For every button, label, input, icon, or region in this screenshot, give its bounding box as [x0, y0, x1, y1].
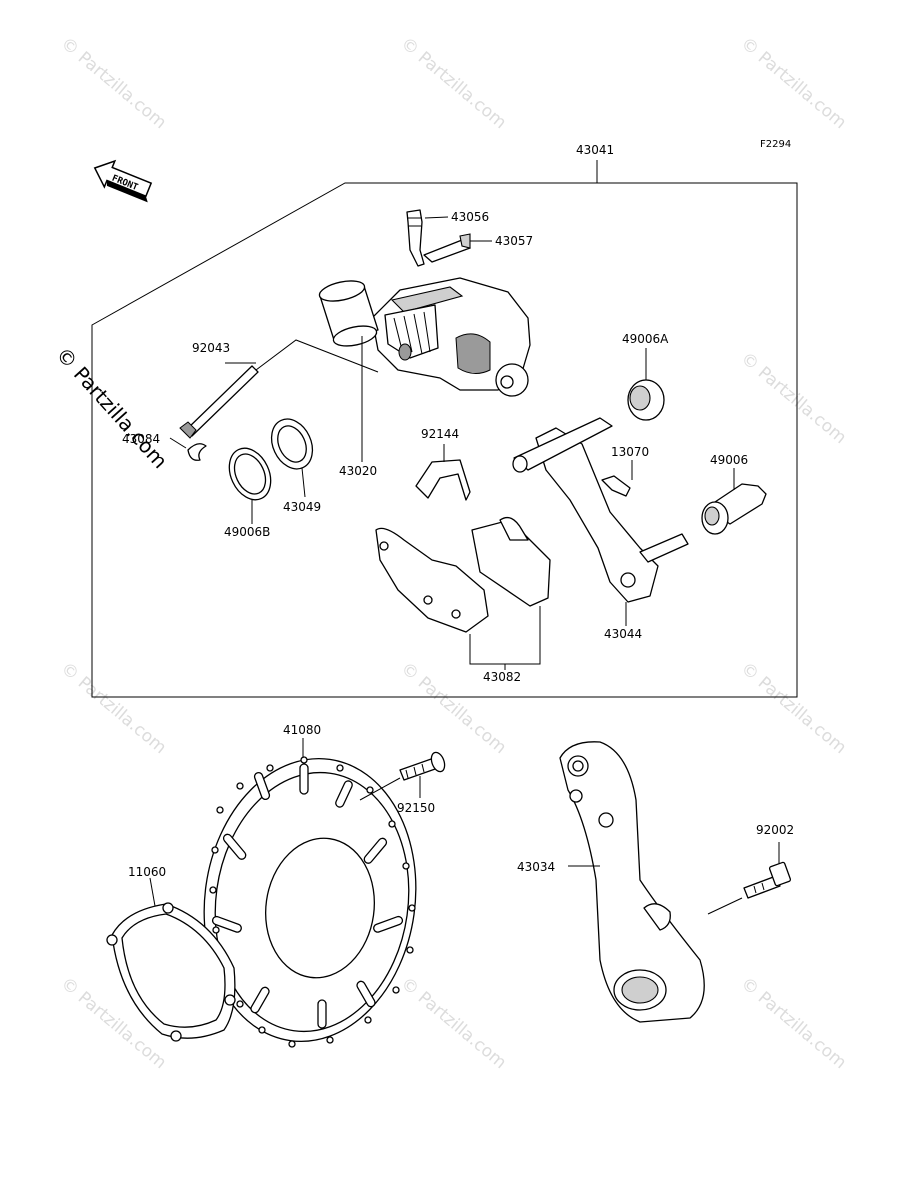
watermark-dark: © Partzilla.com — [51, 342, 172, 473]
piston — [318, 280, 379, 462]
watermark: © Partzilla.com — [397, 974, 510, 1074]
watermark: © Partzilla.com — [737, 659, 850, 759]
watermark: © Partzilla.com — [57, 659, 170, 759]
mounting-bracket — [559, 741, 705, 1023]
caliper-bracket — [512, 417, 689, 626]
caliper-body — [371, 277, 531, 397]
watermark: © Partzilla.com — [737, 34, 850, 134]
front-arrow-icon: FRONT — [93, 159, 153, 203]
callout-49006A[interactable]: 49006A — [622, 332, 669, 346]
callout-43041[interactable]: 43041 — [576, 143, 614, 157]
slide-pin — [179, 339, 379, 439]
callout-43056[interactable]: 43056 — [451, 210, 489, 224]
callout-43084[interactable]: 43084 — [122, 432, 160, 446]
callout-43057[interactable]: 43057 — [495, 234, 533, 248]
callout-43049[interactable]: 43049 — [283, 500, 321, 514]
watermark: © Partzilla.com — [397, 34, 510, 134]
watermark: © Partzilla.com — [57, 34, 170, 134]
dust-seal — [228, 447, 272, 524]
watermark: © Partzilla.com — [737, 974, 850, 1074]
brake-pads — [375, 516, 551, 670]
callout-13070[interactable]: 13070 — [611, 445, 649, 459]
callout-92043[interactable]: 92043 — [192, 341, 230, 355]
bracket-clip — [601, 460, 633, 497]
callout-92150[interactable]: 92150 — [397, 801, 435, 815]
callout-43044[interactable]: 43044 — [604, 627, 642, 641]
disc-bolt — [359, 751, 446, 801]
brake-disc — [203, 738, 417, 1048]
bleeder-cap — [423, 233, 492, 263]
pad-spring — [415, 444, 471, 501]
callout-labels: 43041 43056 43057 92043 43084 43020 4304… — [122, 143, 794, 879]
figure-code: F2294 — [760, 139, 791, 150]
pin-boot — [627, 348, 665, 421]
piston-seal — [270, 418, 314, 498]
pin-boot-lower — [701, 468, 767, 535]
callout-43020[interactable]: 43020 — [339, 464, 377, 478]
gasket — [106, 877, 236, 1042]
callout-49006[interactable]: 49006 — [710, 453, 748, 467]
callout-43082[interactable]: 43082 — [483, 670, 521, 684]
bleeder-valve — [406, 209, 449, 267]
watermark: © Partzilla.com — [737, 349, 850, 449]
callout-43034[interactable]: 43034 — [517, 860, 555, 874]
callout-49006B[interactable]: 49006B — [224, 525, 270, 539]
bracket-bolt — [707, 842, 792, 915]
assembly-outline — [91, 182, 798, 698]
pin-clip — [169, 437, 207, 461]
callout-11060[interactable]: 11060 — [128, 865, 166, 879]
callout-92002[interactable]: 92002 — [756, 823, 794, 837]
callout-41080[interactable]: 41080 — [283, 723, 321, 737]
callout-92144[interactable]: 92144 — [421, 427, 459, 441]
